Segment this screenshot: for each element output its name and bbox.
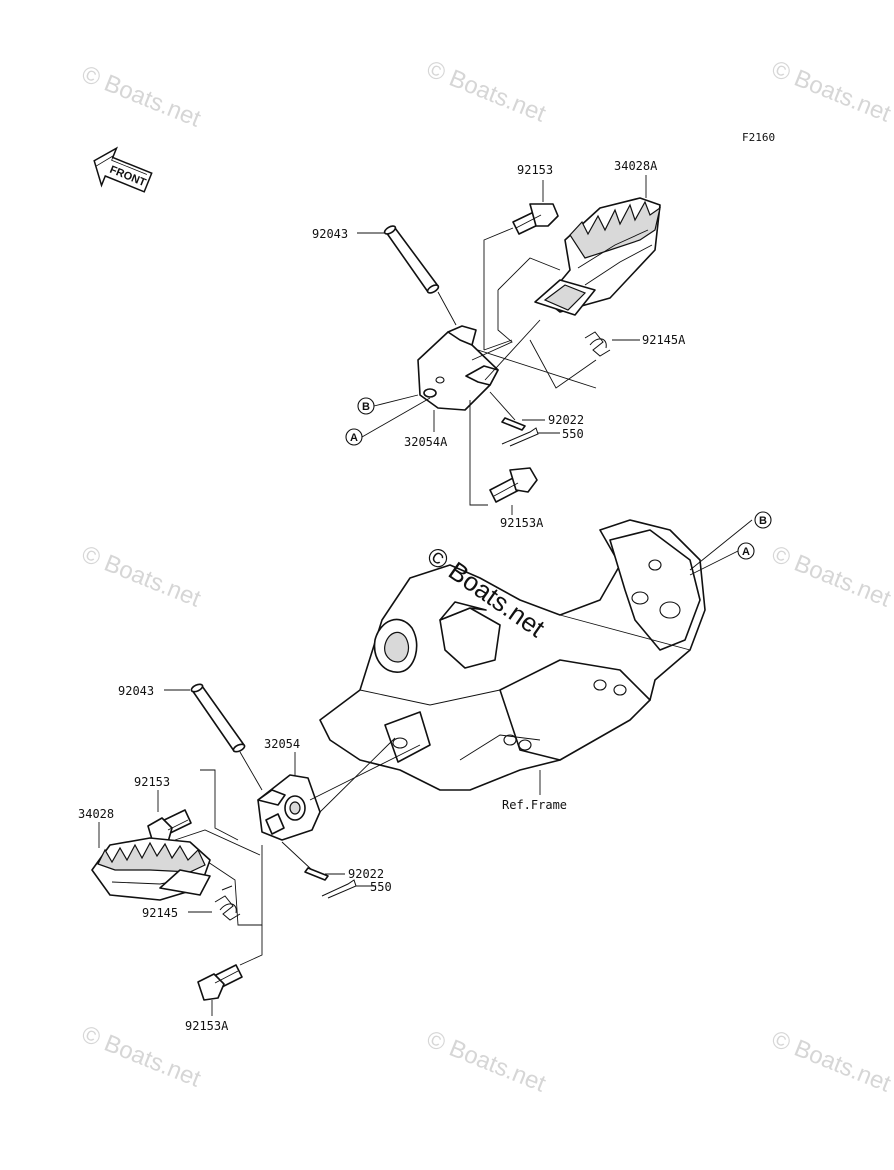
label-ref-frame: Ref.Frame bbox=[502, 798, 567, 812]
watermark-5: © Boats.net bbox=[768, 541, 894, 613]
upper-washer-part bbox=[501, 417, 526, 431]
upper-bolt-part bbox=[512, 203, 559, 235]
front-arrow-icon: FRONT bbox=[93, 146, 153, 193]
lower-pin-part bbox=[190, 683, 246, 753]
ref-a-frame-badge: A bbox=[737, 542, 755, 560]
upper-footpeg-part bbox=[534, 197, 661, 316]
watermark-2: © Boats.net bbox=[423, 56, 550, 128]
svg-text:A: A bbox=[742, 546, 750, 558]
label-upper-spring: 92145A bbox=[642, 333, 686, 347]
label-upper-bolt: 92153 bbox=[517, 163, 553, 177]
lower-cotter-part bbox=[321, 879, 357, 899]
lower-washer-part bbox=[304, 867, 329, 881]
watermark-7: © Boats.net bbox=[423, 1026, 550, 1098]
label-lower-pin: 92043 bbox=[118, 684, 154, 698]
ref-b-frame-badge: B bbox=[754, 511, 772, 529]
watermark-4: © Boats.net bbox=[78, 541, 205, 613]
lower-lower-bolt-part bbox=[197, 964, 243, 1001]
ref-a-upper-badge: A bbox=[345, 428, 363, 446]
upper-spring-part bbox=[584, 331, 611, 357]
label-upper-washer: 92022 bbox=[548, 413, 584, 427]
upper-cotter-part bbox=[501, 427, 539, 447]
svg-text:B: B bbox=[362, 401, 370, 413]
label-upper-cotter: 550 bbox=[562, 427, 584, 441]
label-upper-pin: 92043 bbox=[312, 227, 348, 241]
lower-footpeg-part bbox=[91, 837, 211, 901]
label-lower-washer: 92022 bbox=[348, 867, 384, 881]
lower-spring-part bbox=[214, 885, 241, 921]
ref-b-upper-badge: B bbox=[357, 397, 375, 415]
label-lower-bolt: 92153 bbox=[134, 775, 170, 789]
watermark-1: © Boats.net bbox=[78, 61, 205, 133]
frame-part bbox=[319, 519, 706, 791]
label-lower-bolt-lower: 92153A bbox=[185, 1019, 229, 1033]
svg-text:B: B bbox=[759, 515, 767, 527]
label-lower-bracket: 32054 bbox=[264, 737, 300, 751]
label-upper-bolt-lower: 92153A bbox=[500, 516, 544, 530]
label-lower-cotter: 550 bbox=[370, 880, 392, 894]
label-lower-spring: 92145 bbox=[142, 906, 178, 920]
figure-code: F2160 bbox=[742, 131, 775, 144]
watermark-3: © Boats.net bbox=[768, 56, 894, 128]
lower-bracket-part bbox=[257, 774, 321, 841]
label-upper-footpeg: 34028A bbox=[614, 159, 658, 173]
watermark-8: © Boats.net bbox=[768, 1026, 894, 1098]
label-upper-bracket: 32054A bbox=[404, 435, 448, 449]
upper-bracket-part bbox=[417, 325, 499, 411]
upper-lower-bolt-part bbox=[489, 467, 538, 503]
upper-pin-part bbox=[383, 225, 440, 294]
svg-text:A: A bbox=[350, 432, 358, 444]
label-lower-footpeg: 34028 bbox=[78, 807, 114, 821]
